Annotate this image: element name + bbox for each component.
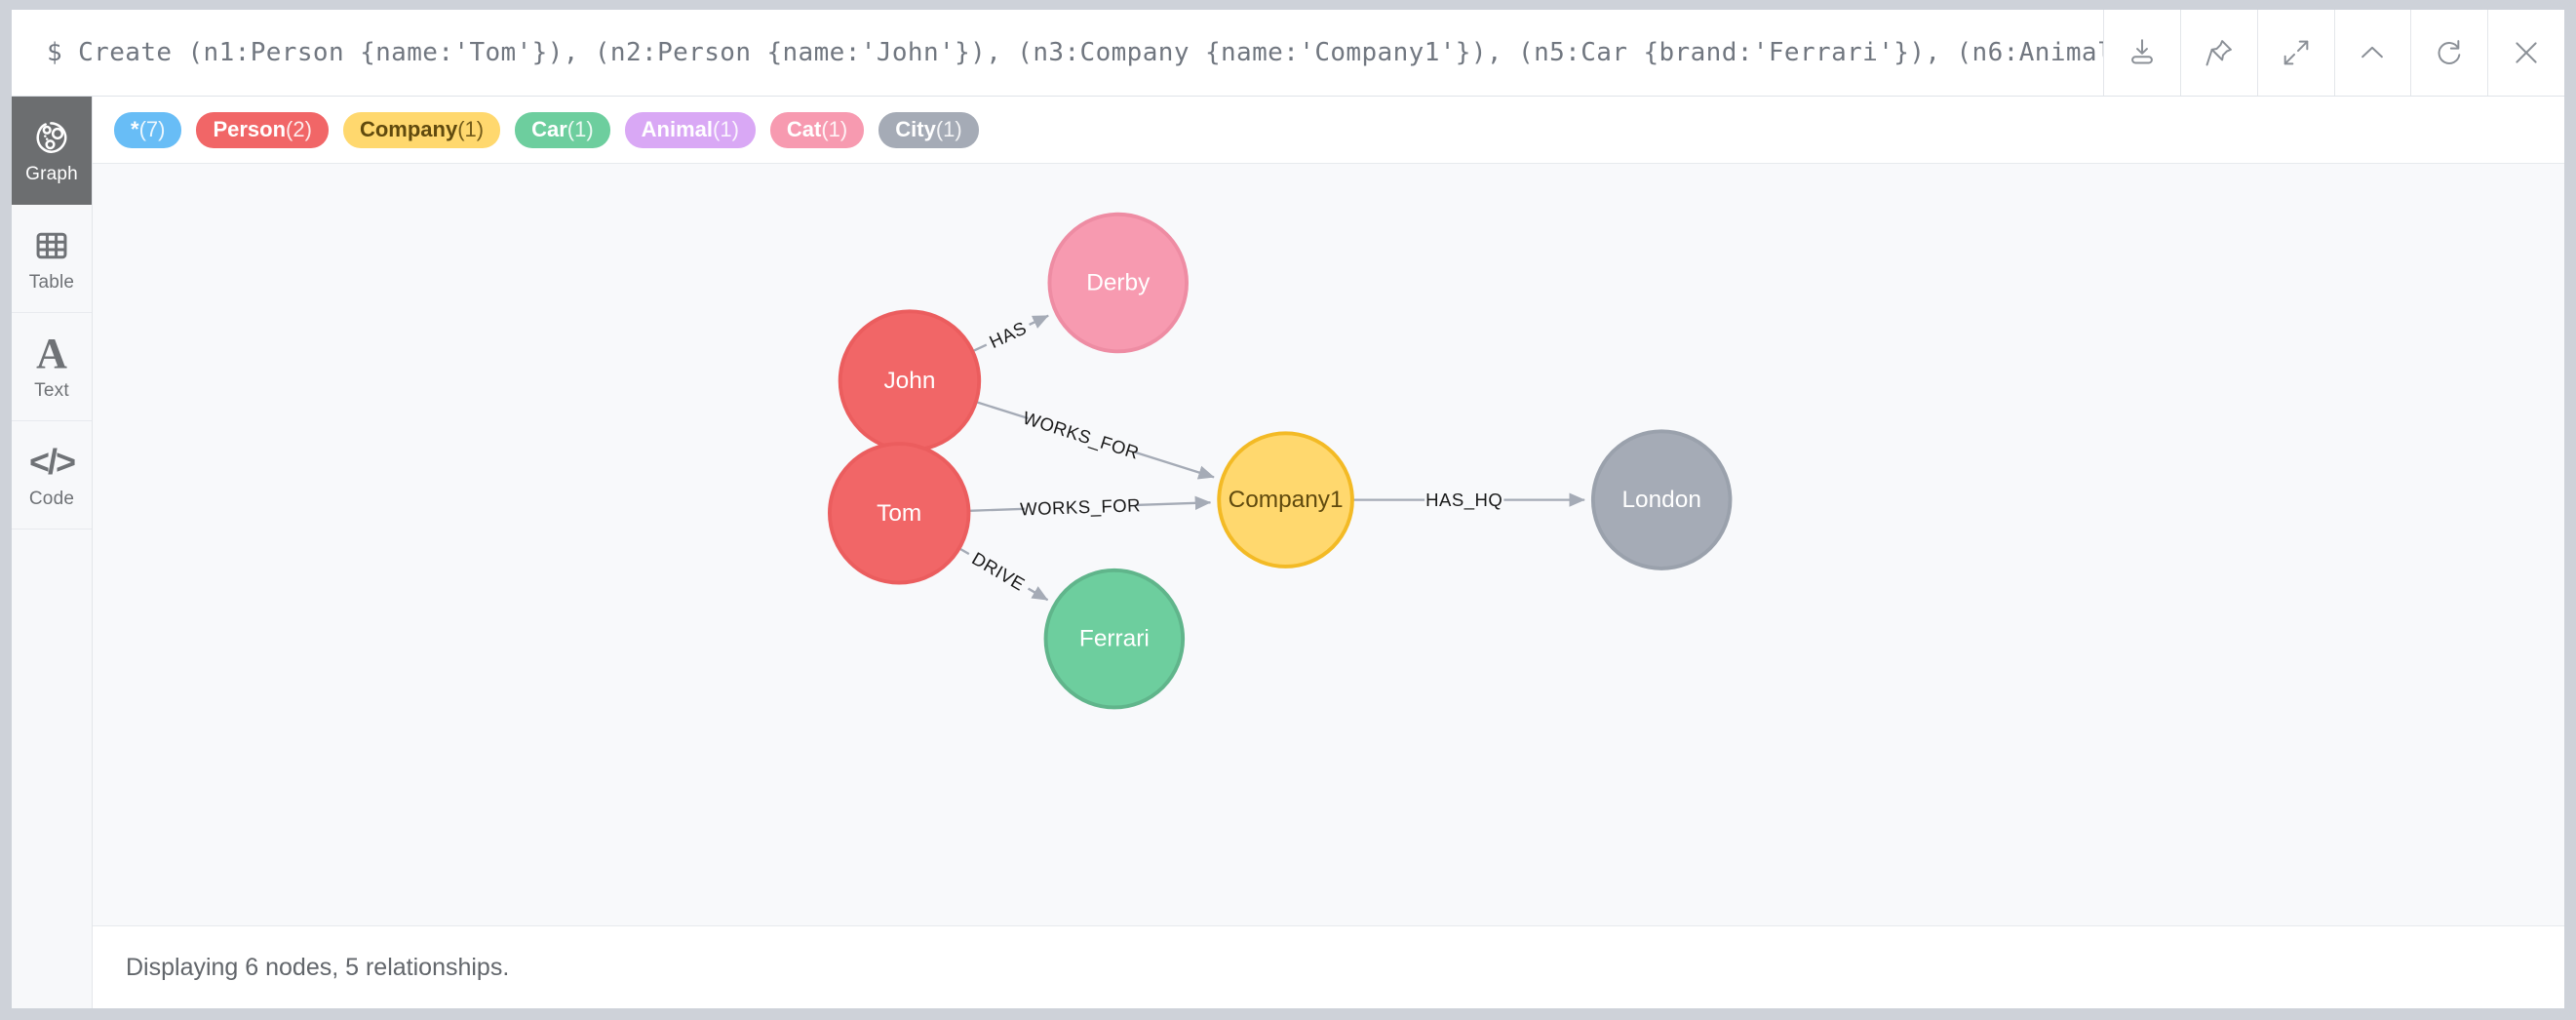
graph-node-london[interactable]: London [1590,429,1733,570]
graph-icon [32,118,71,157]
legend-pill-count: (1) [821,116,848,141]
pin-icon[interactable] [2179,10,2257,96]
graph-node-company1[interactable]: Company1 [1217,431,1354,569]
sidebar-item-table[interactable]: Table [12,205,92,313]
legend-pill-label: Animal [641,116,714,141]
legend-pill-label: City [895,116,936,141]
status-bar: Displaying 6 nodes, 5 relationships. [93,925,2564,1008]
relationship-label: WORKS_FOR [1020,408,1142,464]
graph-node-tom[interactable]: Tom [827,442,971,585]
legend-pill-label: Company [359,116,458,141]
legend-pill-all[interactable]: *(7) [114,111,182,148]
node-circle[interactable] [1047,212,1189,354]
graph-node-derby[interactable]: Derby [1047,212,1189,354]
relationship-label: WORKS_FOR [1020,494,1142,520]
text-icon: A [36,329,67,377]
sidebar-item-label-text: Text [34,379,69,401]
query-text[interactable]: $ Create (n1:Person {name:'Tom'}), (n2:P… [47,38,2103,67]
relationship-line[interactable] [969,507,1026,512]
relationship-label: DRIVE [968,548,1029,595]
legend-pill-count: (2) [286,116,312,141]
sidebar-item-label-table: Table [28,271,75,293]
legend-pill-count: (7) [138,116,166,141]
sidebar-item-text[interactable]: A Text [12,313,92,421]
legend-pill-car[interactable]: Car(1) [515,111,610,148]
relationship-label: HAS [986,317,1030,352]
legend-pill-count: (1) [935,116,962,141]
view-switch-sidebar: Graph Table A Text </> [12,97,93,1008]
code-icon: </> [28,441,76,482]
status-text: Displaying 6 nodes, 5 relationships. [126,953,510,981]
graph-canvas[interactable]: HAS WORKS_FOR WORKS_FOR HAS_HQ DRIVE John Derb… [93,164,2564,925]
legend-pill-label: Person [213,116,287,141]
relationship-line[interactable] [1133,451,1215,480]
node-circle[interactable] [1217,431,1354,569]
relationship-line[interactable] [1029,314,1049,329]
node-circle[interactable] [838,309,982,452]
node-circle[interactable] [827,442,971,585]
sidebar-item-graph[interactable]: Graph [12,97,92,205]
legend-pill-label: * [131,116,139,141]
close-icon[interactable] [2487,10,2564,96]
label-legend-bar: *(7)Person(2)Company(1)Car(1)Animal(1)Ca… [93,97,2564,164]
graph-node-ferrari[interactable]: Ferrari [1043,568,1186,710]
legend-pill-animal[interactable]: Animal(1) [624,111,756,148]
legend-pill-count: (1) [457,116,485,141]
graph-node-john[interactable]: John [838,309,982,452]
table-icon [33,226,70,265]
relationship-line[interactable] [976,401,1029,420]
result-main: *(7)Person(2)Company(1)Car(1)Animal(1)Ca… [93,97,2564,1008]
result-body: Graph Table A Text </> [12,97,2564,1008]
query-bar: $ Create (n1:Person {name:'Tom'}), (n2:P… [12,10,2564,97]
sidebar-item-code[interactable]: </> Code [12,421,92,530]
result-frame: $ Create (n1:Person {name:'Tom'}), (n2:P… [12,10,2564,1008]
relationship-label: HAS_HQ [1425,490,1503,511]
legend-pill-cat[interactable]: Cat(1) [769,111,865,148]
relationship-line[interactable] [1027,586,1049,602]
graph-visualization[interactable]: HAS WORKS_FOR WORKS_FOR HAS_HQ DRIVE John Derb… [93,164,2564,925]
legend-pill-label: Car [531,116,567,141]
download-icon[interactable] [2102,10,2180,96]
legend-pill-company[interactable]: Company(1) [342,111,501,148]
expand-icon[interactable] [2256,10,2334,96]
node-circle[interactable] [1043,568,1186,710]
legend-pill-count: (1) [713,116,739,141]
legend-pill-city[interactable]: City(1) [878,111,979,148]
chevron-up-icon[interactable] [2333,10,2411,96]
relationship-line[interactable] [972,343,988,352]
sidebar-item-label-code: Code [28,488,75,509]
node-circle[interactable] [1590,429,1733,570]
legend-pill-person[interactable]: Person(2) [196,111,329,148]
legend-pill-label: Cat [786,116,822,141]
relationship-line[interactable] [959,547,970,556]
refresh-icon[interactable] [2410,10,2487,96]
relationship-line[interactable] [1136,495,1212,511]
legend-pill-count: (1) [566,116,594,141]
sidebar-item-label-graph: Graph [25,163,78,184]
sidebar-filler [12,530,92,1008]
